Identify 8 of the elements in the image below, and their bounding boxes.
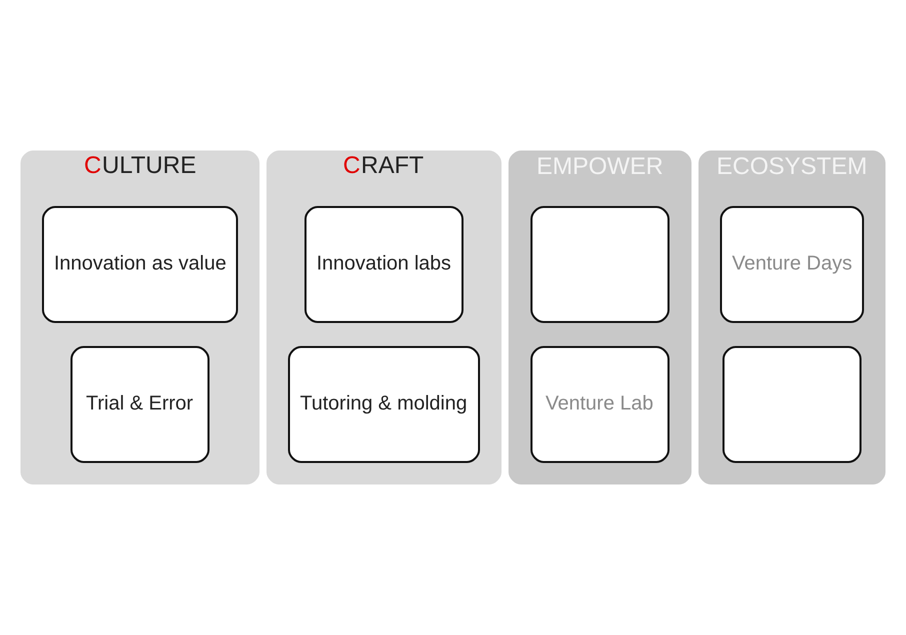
node-box: Venture Lab bbox=[530, 346, 670, 463]
node-box: Tutoring & molding bbox=[288, 346, 480, 463]
node-box: Innovation labs bbox=[304, 206, 464, 323]
node-box bbox=[530, 206, 670, 323]
node-box bbox=[722, 346, 862, 463]
node-box: Trial & Error bbox=[70, 346, 210, 463]
node-box: Innovation as value bbox=[42, 206, 238, 323]
node-box: Venture Days bbox=[720, 206, 864, 323]
